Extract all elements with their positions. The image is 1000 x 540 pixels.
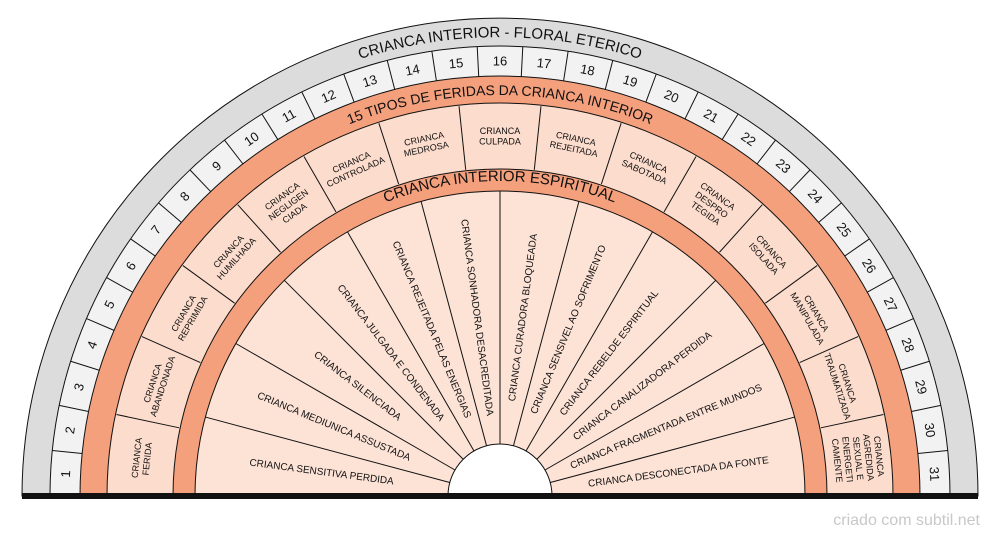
- number-divider: [189, 169, 211, 192]
- wound-label: CRIANCAFERIDA: [130, 437, 155, 479]
- number-label: 4: [84, 339, 101, 351]
- wound-label-line: CRIANCA: [480, 126, 521, 136]
- number-divider: [885, 318, 914, 331]
- number-label: 13: [361, 72, 379, 91]
- number-label: 16: [493, 54, 507, 69]
- number-divider: [343, 73, 355, 103]
- number-divider: [86, 318, 115, 331]
- wound-label-line: AGREDIDA: [861, 433, 876, 481]
- wound-divider: [799, 336, 859, 364]
- number-divider: [431, 51, 437, 81]
- number-label: 26: [859, 256, 879, 276]
- spiritual-divider: [347, 231, 475, 452]
- number-divider: [106, 277, 134, 293]
- number-label: 14: [404, 61, 421, 79]
- spiritual-divider: [544, 343, 765, 471]
- spiritual-divider: [235, 343, 456, 471]
- number-label: 12: [319, 87, 338, 106]
- number-label: 28: [898, 336, 917, 355]
- number-divider: [261, 113, 279, 140]
- number-divider: [756, 139, 776, 165]
- number-divider: [844, 238, 870, 257]
- number-label: 11: [279, 106, 298, 126]
- number-divider: [52, 449, 83, 455]
- wound-divider: [237, 204, 281, 253]
- wound-divider: [765, 265, 818, 304]
- wound-divider: [458, 106, 467, 170]
- number-label: 29: [912, 378, 930, 396]
- wound-divider: [141, 336, 201, 364]
- wound-label-line: SEXUAL E: [851, 436, 866, 480]
- wound-divider: [820, 414, 884, 429]
- credit-text: criado com subtil.net: [833, 512, 980, 529]
- wound-divider: [303, 156, 337, 213]
- number-label: 10: [241, 129, 261, 150]
- wound-divider: [663, 156, 697, 213]
- number-label: 17: [536, 55, 552, 71]
- sector-dividers: [50, 46, 950, 497]
- wound-label-line: CRIANCA: [872, 436, 886, 477]
- number-divider: [563, 51, 569, 81]
- number-label: 3: [71, 382, 87, 393]
- spiritual-divider: [205, 416, 450, 484]
- wound-divider: [378, 123, 400, 185]
- spiritual-divider: [550, 416, 795, 484]
- number-divider: [130, 238, 156, 257]
- number-label: 21: [701, 106, 721, 126]
- wound-label-line: CRIANCA: [130, 437, 144, 478]
- number-divider: [818, 202, 842, 223]
- number-divider: [604, 60, 614, 90]
- number-label: 18: [579, 61, 596, 79]
- number-divider: [900, 360, 930, 371]
- wound-divider: [600, 123, 622, 185]
- number-divider: [476, 46, 480, 77]
- number-divider: [158, 202, 182, 223]
- center-hub: [447, 443, 553, 497]
- number-divider: [789, 169, 811, 192]
- number-divider: [684, 91, 699, 120]
- number-divider: [386, 60, 396, 90]
- number-label: 20: [662, 87, 681, 106]
- number-label: 30: [921, 422, 938, 439]
- wound-label-line: ENERGETI: [840, 436, 855, 483]
- number-label: 1: [58, 470, 73, 478]
- number-label: 27: [881, 295, 901, 315]
- wound-divider: [182, 265, 235, 304]
- number-label: 22: [738, 129, 758, 150]
- spiritual-divider: [536, 279, 717, 460]
- wound-label-line: FERIDA: [140, 442, 153, 476]
- number-label: 31: [927, 466, 943, 481]
- number-divider: [866, 277, 894, 293]
- number-divider: [59, 404, 89, 412]
- number-divider: [645, 73, 657, 103]
- number-divider: [911, 404, 941, 412]
- wound-label-line: CAMENTE: [830, 438, 845, 483]
- number-label: 15: [448, 55, 464, 71]
- number-divider: [721, 113, 739, 140]
- number-divider: [917, 449, 948, 455]
- number-divider: [224, 139, 244, 165]
- spiritual-divider: [525, 231, 653, 452]
- spiritual-divider: [420, 201, 488, 446]
- number-label: 2: [62, 425, 78, 434]
- wound-divider: [719, 204, 763, 253]
- spiritual-divider: [283, 279, 464, 460]
- wound-label-line: CULPADA: [479, 136, 521, 146]
- wound-divider: [116, 414, 180, 429]
- number-divider: [301, 91, 316, 120]
- number-divider: [70, 360, 100, 371]
- wound-label: CRIANCAAGREDIDASEXUAL EENERGETICAMENTE: [830, 432, 887, 484]
- spiritual-divider: [512, 201, 580, 446]
- number-label: 19: [621, 72, 639, 91]
- wound-divider: [533, 106, 542, 170]
- number-divider: [520, 46, 524, 77]
